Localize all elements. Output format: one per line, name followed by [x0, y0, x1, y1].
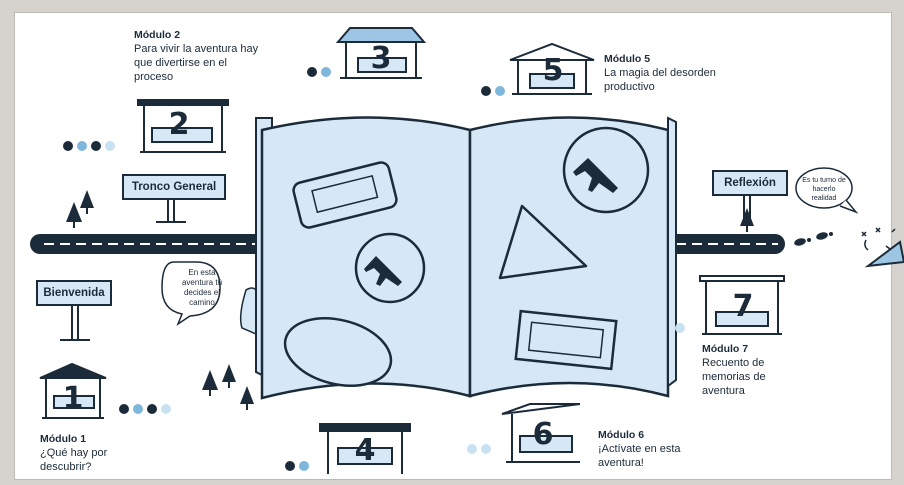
ticket-icon: [292, 161, 398, 229]
sign-tronco-general: Tronco General: [122, 174, 226, 200]
bubble-right-text: Es tu turno de hacerlo realidad: [802, 177, 846, 202]
module-4-number: 4: [354, 433, 376, 468]
module-6-label: Módulo 6 ¡Actívate en esta aventura!: [598, 428, 698, 470]
triangle-shape-icon: [498, 204, 588, 280]
module-1-number: 1: [62, 381, 84, 416]
gazebos: [39, 27, 785, 474]
module-2-title: Módulo 2: [134, 29, 181, 41]
module-5-number: 5: [542, 53, 564, 88]
party-horn-icon: [861, 227, 904, 268]
bubble-left-text: En esta aventura tú decides el camino: [181, 268, 223, 307]
module-5-label: Módulo 5 La magia del desorden productiv…: [604, 52, 734, 94]
module-1-text: ¿Qué hay por descubrir?: [40, 447, 108, 473]
module-1-title: Módulo 1: [40, 433, 87, 445]
module-7-text: Recuento de memorias de aventura: [702, 357, 766, 397]
module-1-label: Módulo 1 ¿Qué hay por descubrir?: [40, 432, 140, 474]
sign-posts: [60, 194, 751, 341]
module-6-number: 6: [532, 417, 554, 452]
module-7-title: Módulo 7: [702, 343, 749, 355]
module-7-label: Módulo 7 Recuento de memorias de aventur…: [702, 342, 792, 398]
module-2-number: 2: [168, 107, 190, 142]
sign-reflexion: Reflexión: [712, 170, 788, 196]
sign-bienvenida: Bienvenida: [36, 280, 112, 306]
module-5-title: Módulo 5: [604, 53, 651, 65]
module-2-label: Módulo 2 Para vivir la aventura hay que …: [134, 28, 264, 84]
module-3-number: 3: [370, 41, 392, 76]
speech-bubbles: [161, 167, 859, 326]
footprints-icon: [794, 232, 833, 246]
airplane-icon: [562, 126, 650, 214]
progress-dots: [63, 67, 685, 471]
module-6-title: Módulo 6: [598, 429, 645, 441]
module-5-text: La magia del desorden productivo: [604, 67, 716, 93]
module-6-text: ¡Actívate en esta aventura!: [598, 443, 681, 469]
ticket-icon: [514, 309, 618, 371]
module-7-number: 7: [732, 289, 754, 324]
module-2-text: Para vivir la aventura hay que divertirs…: [134, 43, 259, 83]
road: [30, 234, 785, 254]
airplane-icon: [354, 232, 426, 304]
oval-shape-icon: [283, 317, 393, 387]
